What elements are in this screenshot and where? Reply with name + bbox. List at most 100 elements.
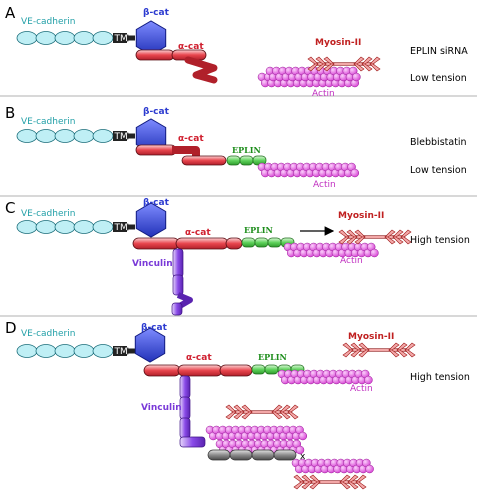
condition-b-2: Low tension: [410, 165, 467, 176]
cadherin-domain: [54, 220, 76, 234]
ve-cadherin-chain: TM: [16, 344, 135, 358]
myosin-head: [339, 481, 351, 490]
cadherin-domain: [92, 31, 114, 45]
tm-label: TM: [114, 34, 128, 44]
transmembrane-box: [113, 131, 127, 141]
eplin-domain: [241, 237, 256, 248]
actin-filament-d4: [291, 458, 374, 474]
transmembrane-box: [113, 33, 127, 43]
vinculin-domain: [172, 274, 184, 296]
myosin-head: [338, 236, 350, 245]
myosin-head: [293, 481, 305, 490]
myosin-head: [396, 349, 408, 358]
actin-label: Actin: [313, 180, 336, 190]
ve-cadherin-label: VE-cadherin: [21, 209, 75, 219]
alpha-cat-label: α-cat: [178, 42, 204, 52]
eplin-domain: [239, 155, 254, 166]
actin-monomer: [365, 464, 374, 474]
myosin-rod: [231, 410, 293, 414]
eplin-domain: [254, 237, 269, 248]
eplin: [226, 155, 267, 166]
myosin-head: [241, 411, 253, 420]
beta-catenin: [135, 202, 167, 238]
condition-d-1: High tension: [410, 372, 470, 383]
myosin-head: [388, 349, 400, 358]
alpha-cat-n-domain: [135, 49, 175, 61]
beta-cat-label: β-cat: [143, 198, 170, 208]
alpha-cat-m-domain: [175, 237, 229, 250]
myosin-ii-filament: [338, 229, 412, 245]
myosin-label: Myosin-II: [338, 211, 384, 221]
transmembrane-box: [113, 222, 127, 232]
eplin-domain: [226, 155, 241, 166]
x-mark: x: [300, 452, 306, 462]
myosin-head: [354, 236, 366, 245]
myosin-label: Myosin-II: [348, 332, 394, 342]
vinculin-label: Vinculin: [141, 403, 182, 413]
myosin-head: [353, 63, 365, 72]
alpha-cat-folded: [184, 56, 218, 84]
cadherin-domain: [16, 129, 38, 143]
myosin-head: [346, 236, 358, 245]
myosin-head: [350, 349, 362, 358]
cadherin-domain: [73, 220, 95, 234]
alpha-cat-n-domain: [143, 364, 181, 377]
myosin-head: [400, 236, 412, 245]
myosin-rod: [348, 348, 410, 352]
eplin-domain: [267, 237, 282, 248]
eplin-domain: [264, 364, 279, 375]
alpha-cat-m-domain: [177, 364, 223, 377]
actin-filament-d2: [205, 425, 308, 441]
actin-filament-d1: [277, 369, 373, 385]
actin-label: Actin: [340, 256, 363, 266]
myosin-head: [287, 411, 299, 420]
alpha-cat-n-domain: [135, 144, 177, 156]
cadherin-domain: [92, 344, 114, 358]
myosin-head: [225, 404, 237, 413]
eplin-label: EPLIN: [244, 225, 273, 235]
ve-cadherin-chain: TM: [16, 220, 135, 234]
cytoplasmic-tail: [127, 224, 135, 230]
myosin-label: Myosin-II: [315, 38, 361, 48]
actin-monomer: [350, 168, 360, 178]
cadherin-domain: [16, 31, 38, 45]
grey-domain: [273, 449, 297, 461]
vinculin-domain: [171, 302, 183, 316]
eplin-label: EPLIN: [232, 145, 261, 155]
panel-letter-c: C: [5, 199, 15, 217]
beta-cat-label: β-cat: [141, 323, 168, 333]
condition-c-1: High tension: [410, 235, 470, 246]
cadherin-domain: [35, 129, 57, 143]
myosin-rod: [344, 235, 406, 239]
cadherin-domain: [16, 220, 38, 234]
vinculin-label: Vinculin: [132, 259, 173, 269]
alpha-cat-c-domain: [225, 237, 243, 250]
beta-cat-label: β-cat: [143, 8, 170, 18]
actin-filament-c: [283, 242, 379, 258]
cadherin-domain: [54, 344, 76, 358]
panel-letter-a: A: [5, 4, 16, 22]
actin-monomer: [364, 375, 373, 385]
cadherin-domain: [16, 344, 38, 358]
ve-cadherin-label: VE-cadherin: [21, 329, 75, 339]
myosin-head: [338, 229, 350, 238]
myosin-head: [301, 481, 313, 490]
alpha-cat-c-domain: [219, 364, 253, 377]
alpha-cat-bend: [172, 146, 200, 158]
tm-label: TM: [114, 223, 128, 233]
actin-label: Actin: [312, 89, 335, 99]
eplin-label: EPLIN: [258, 352, 287, 362]
actin-monomer: [370, 248, 379, 258]
alpha-cat-label: α-cat: [185, 228, 211, 238]
alpha-cat-label: α-cat: [186, 353, 212, 363]
myosin-head: [233, 411, 245, 420]
cadherin-domain: [54, 129, 76, 143]
alpha-cat-n-domain: [132, 237, 180, 250]
actin-monomer: [352, 72, 361, 82]
cadherin-domain: [73, 31, 95, 45]
cadherin-domain: [92, 129, 114, 143]
beta-cat-label: β-cat: [143, 107, 170, 117]
